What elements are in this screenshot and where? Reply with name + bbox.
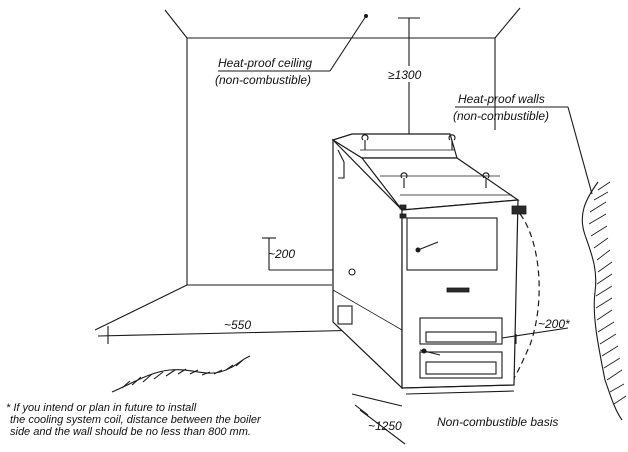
wall-hatch-right	[581, 181, 627, 421]
dim-left-label: ~200	[268, 247, 295, 261]
dim-right-label: ~200*	[538, 317, 570, 331]
dim-front-left-label: ~550	[224, 318, 251, 332]
dimension-front: ~1250	[351, 393, 406, 445]
footnote-line-3: side and the wall should be no less than…	[10, 426, 251, 438]
walls-label-line2: (non-combustible)	[453, 109, 549, 123]
footnote: * If you intend or plan in future to ins…	[6, 402, 346, 438]
ceiling-label: Heat-proof ceiling (non-combustible)	[215, 14, 368, 87]
walls-label-line1: Heat-proof walls	[458, 92, 545, 106]
dimension-left: ~200	[262, 237, 333, 271]
footnote-line-2: the cooling system coil, distance betwee…	[10, 414, 261, 426]
walls-label: Heat-proof walls (non-combustible)	[453, 92, 593, 195]
footnote-line-1: * If you intend or plan in future to ins…	[6, 402, 197, 414]
basis-label: Non-combustible basis	[437, 415, 558, 429]
ceiling-label-line1: Heat-proof ceiling	[218, 56, 312, 70]
dim-top-label: ≥1300	[388, 68, 422, 82]
dim-front-label: ~1250	[368, 419, 402, 433]
dimension-right: ~200*	[501, 317, 570, 344]
room-outline	[94, 7, 521, 331]
floor-hatch-left	[111, 355, 251, 393]
dimension-top: ≥1300	[386, 17, 434, 139]
boiler	[331, 133, 540, 395]
dimension-front-left: ~550	[97, 318, 369, 344]
basis-label-text: Non-combustible basis	[437, 415, 558, 429]
ceiling-label-line2: (non-combustible)	[215, 73, 311, 87]
